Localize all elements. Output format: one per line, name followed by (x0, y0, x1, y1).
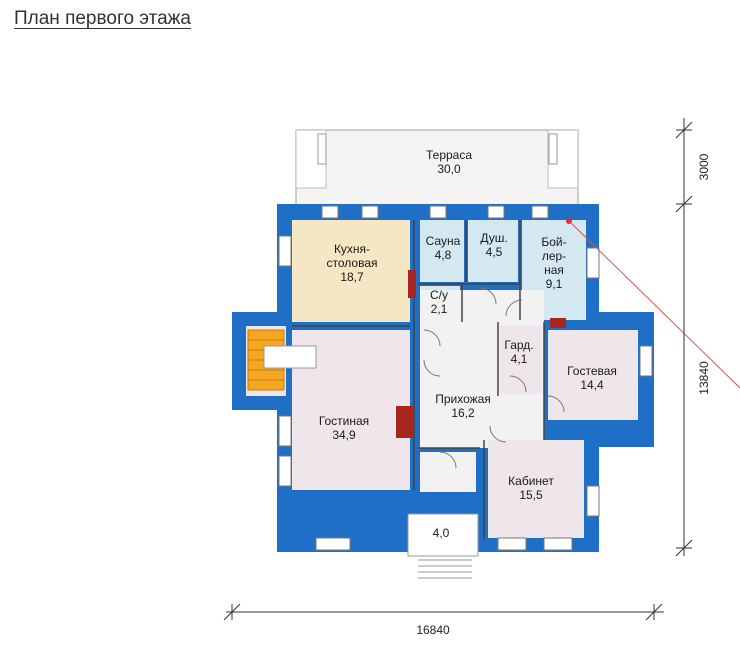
marker-line (568, 220, 740, 389)
wardrobe-room (500, 326, 542, 394)
terrace-dimension: 3000 (697, 153, 711, 181)
room-fills (246, 220, 638, 538)
porch (407, 513, 479, 579)
kitchen-room (292, 220, 410, 322)
sauna-room (420, 220, 464, 282)
interior-walls (292, 220, 545, 540)
wardrobe-label: Гард.4,1 (504, 338, 534, 366)
kitchen-vent (408, 270, 416, 298)
guest-room (548, 330, 638, 420)
fireplace (396, 406, 414, 438)
dimension-lines (223, 118, 693, 621)
porch-label: 4,0 (432, 526, 450, 540)
study-room (488, 440, 584, 538)
width-dimension: 16840 (416, 623, 450, 637)
boiler-flue (550, 318, 566, 328)
shower-room (468, 220, 518, 282)
staircase (247, 329, 317, 391)
terrace-area (295, 129, 579, 207)
windows (278, 205, 653, 551)
shower-label: Душ.4,5 (480, 231, 508, 259)
page-title: План первого этажа (14, 8, 191, 29)
depth-dimension: 13840 (697, 361, 711, 395)
door-swings (423, 287, 565, 469)
